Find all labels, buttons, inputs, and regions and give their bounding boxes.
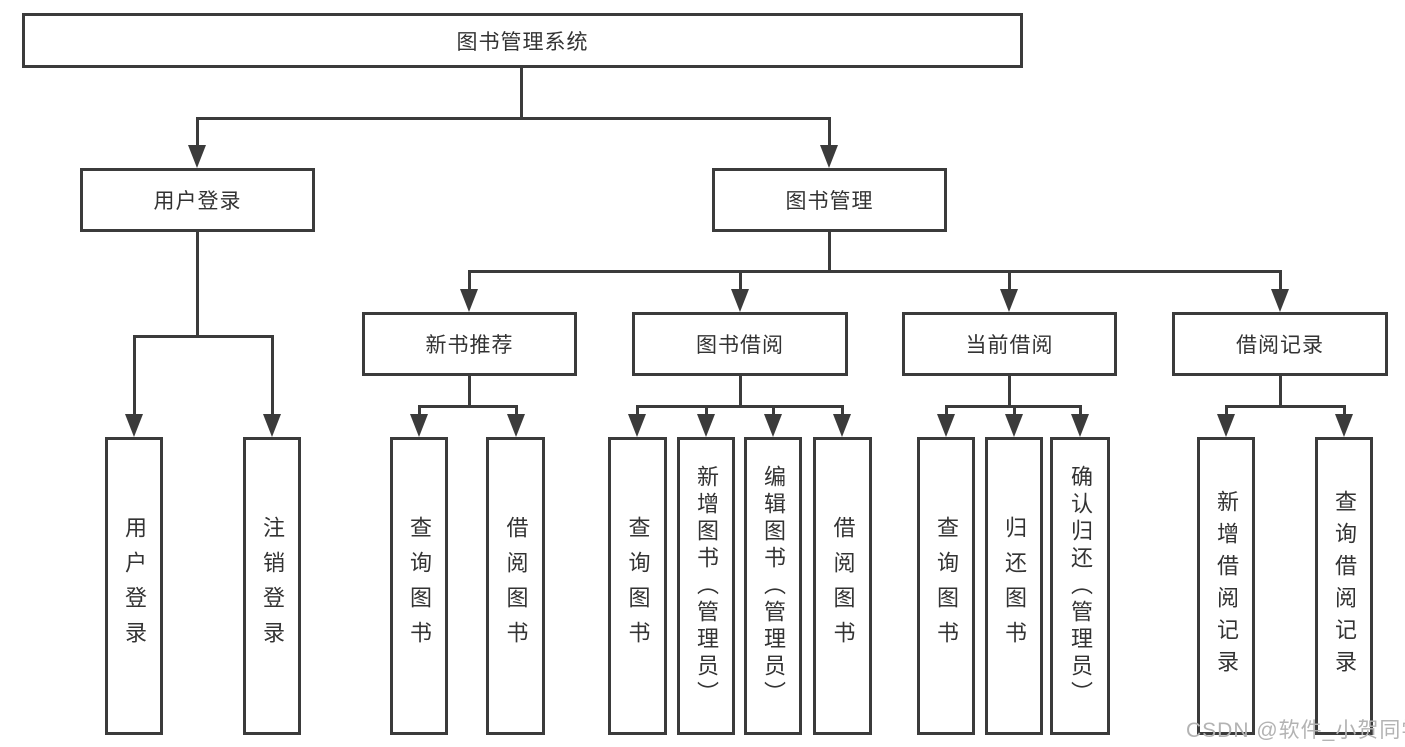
leaf-borrow-books-2-label: 借阅图书 <box>830 516 856 656</box>
connector-user-login-rail <box>133 335 274 338</box>
node-user-login-label: 用户登录 <box>153 190 242 213</box>
connector-book-management-stem <box>828 232 831 272</box>
node-borrow-records: 借阅记录 <box>1172 312 1388 376</box>
arrowhead-leaf-logout <box>263 414 281 437</box>
arrowhead-leaf-user-login <box>125 414 143 437</box>
leaf-query-books-2: 查询图书 <box>608 437 667 735</box>
connector-drop-book-borrow <box>739 270 742 291</box>
connector-drop-leaf-logout <box>271 335 274 415</box>
connector-book-borrow-rail <box>636 405 844 408</box>
node-current-borrow: 当前借阅 <box>902 312 1117 376</box>
node-root-label: 图书管理系统 <box>456 30 589 54</box>
connector-drop-query-record <box>1343 405 1346 416</box>
connector-book-borrow-stem <box>739 376 742 407</box>
leaf-borrow-books-1-label: 借阅图书 <box>503 516 529 656</box>
leaf-add-borrow-record-label: 新增借阅记录 <box>1214 490 1239 682</box>
node-user-login: 用户登录 <box>80 168 315 232</box>
leaf-user-login-label: 用户登录 <box>122 516 147 656</box>
connector-drop-query-books-2 <box>636 405 639 416</box>
leaf-borrow-books-2: 借阅图书 <box>813 437 872 735</box>
leaf-return-books: 归还图书 <box>985 437 1043 735</box>
leaf-add-books-admin-label: 新增图书（管理员） <box>694 464 719 708</box>
arrowhead-query-record <box>1335 414 1353 437</box>
node-root: 图书管理系统 <box>22 13 1023 68</box>
leaf-query-borrow-record: 查询借阅记录 <box>1315 437 1373 735</box>
connector-drop-new-books <box>468 270 471 291</box>
leaf-edit-books-admin: 编辑图书（管理员） <box>744 437 802 735</box>
watermark: CSDN @软件_小贺同学 <box>1186 719 1405 742</box>
connector-user-login-stem <box>196 232 199 337</box>
arrowhead-return-books <box>1005 414 1023 437</box>
connector-current-borrow-stem <box>1008 376 1011 407</box>
connector-drop-book-management <box>828 117 831 147</box>
leaf-edit-books-admin-label: 编辑图书（管理员） <box>761 464 786 708</box>
leaf-add-books-admin: 新增图书（管理员） <box>677 437 735 735</box>
connector-drop-user-login <box>196 117 199 147</box>
leaf-logout: 注销登录 <box>243 437 301 735</box>
arrowhead-query-books-1 <box>410 414 428 437</box>
arrowhead-query-books-2 <box>628 414 646 437</box>
leaf-logout-label: 注销登录 <box>260 516 285 656</box>
arrowhead-borrow-books-1 <box>507 414 525 437</box>
connector-drop-add-books-admin <box>705 405 708 416</box>
leaf-return-books-label: 归还图书 <box>1002 516 1027 656</box>
leaf-borrow-books-1: 借阅图书 <box>486 437 545 735</box>
node-new-books: 新书推荐 <box>362 312 577 376</box>
arrowhead-borrow-records <box>1271 289 1289 312</box>
connector-drop-borrow-records <box>1279 270 1282 291</box>
arrowhead-book-management <box>820 145 838 168</box>
node-new-books-label: 新书推荐 <box>425 334 514 357</box>
leaf-query-books-3: 查询图书 <box>917 437 975 735</box>
connector-borrow-records-stem <box>1279 376 1282 407</box>
node-borrow-records-label: 借阅记录 <box>1236 334 1324 357</box>
connector-drop-query-books-3 <box>945 405 948 416</box>
leaf-confirm-return-admin: 确认归还（管理员） <box>1050 437 1110 735</box>
arrowhead-edit-books-admin <box>764 414 782 437</box>
node-book-borrow: 图书借阅 <box>632 312 848 376</box>
leaf-query-books-1-label: 查询图书 <box>407 516 432 656</box>
arrowhead-new-books <box>460 289 478 312</box>
connector-drop-leaf-user-login <box>133 335 136 415</box>
arrowhead-add-books-admin <box>697 414 715 437</box>
connector-new-books-rail <box>418 405 518 408</box>
leaf-confirm-return-admin-label: 确认归还（管理员） <box>1068 464 1093 708</box>
arrowhead-query-books-3 <box>937 414 955 437</box>
leaf-query-books-1: 查询图书 <box>390 437 448 735</box>
connector-drop-add-record <box>1225 405 1228 416</box>
connector-drop-borrow-books-1 <box>515 405 518 416</box>
leaf-query-books-3-label: 查询图书 <box>934 516 959 656</box>
node-book-management: 图书管理 <box>712 168 947 232</box>
leaf-add-borrow-record: 新增借阅记录 <box>1197 437 1255 735</box>
connector-borrow-records-rail <box>1225 405 1346 408</box>
connector-level1-rail <box>196 117 831 120</box>
connector-drop-query-books-1 <box>418 405 421 416</box>
arrowhead-confirm-return <box>1071 414 1089 437</box>
arrowhead-user-login <box>188 145 206 168</box>
leaf-user-login: 用户登录 <box>105 437 163 735</box>
arrowhead-add-record <box>1217 414 1235 437</box>
leaf-query-borrow-record-label: 查询借阅记录 <box>1332 490 1357 682</box>
node-book-borrow-label: 图书借阅 <box>696 334 784 357</box>
connector-drop-return-books <box>1013 405 1016 416</box>
connector-drop-current-borrow <box>1008 270 1011 291</box>
connector-drop-borrow-books-2 <box>841 405 844 416</box>
leaf-query-books-2-label: 查询图书 <box>625 516 651 656</box>
connector-new-books-stem <box>468 376 471 407</box>
node-book-management-label: 图书管理 <box>785 190 874 213</box>
connector-drop-edit-books-admin <box>772 405 775 416</box>
connector-drop-confirm-return <box>1079 405 1082 416</box>
arrowhead-borrow-books-2 <box>833 414 851 437</box>
node-current-borrow-label: 当前借阅 <box>965 334 1054 357</box>
arrowhead-current-borrow <box>1000 289 1018 312</box>
arrowhead-book-borrow <box>731 289 749 312</box>
connector-root-stem <box>520 68 523 118</box>
connector-level2-rail <box>468 270 1282 273</box>
